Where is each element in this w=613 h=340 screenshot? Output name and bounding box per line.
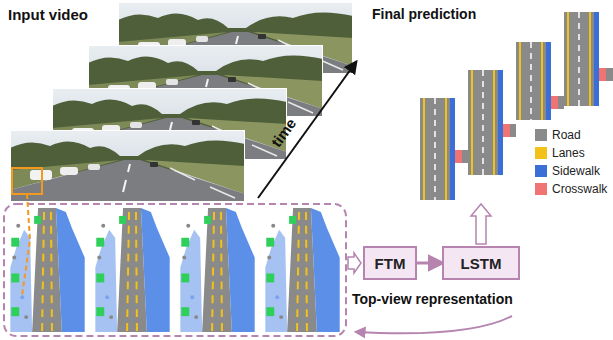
- legend-text: Road: [552, 128, 581, 142]
- legend-text: Sidewalk: [552, 164, 600, 178]
- video-frames: [10, 2, 353, 202]
- process-box: FTM: [363, 246, 417, 280]
- road-layout: [516, 42, 564, 120]
- road-layout: [420, 98, 468, 200]
- legend-swatch: [535, 147, 547, 159]
- connector-arrow: [417, 262, 442, 265]
- road-layout: [468, 70, 516, 175]
- top-view-maps: [10, 194, 339, 332]
- text-label: Top-view representation: [352, 291, 513, 307]
- top-view-map: [265, 208, 339, 332]
- legend-swatch: [535, 129, 547, 141]
- process-box: LSTM: [442, 246, 520, 280]
- feedback-curve: [356, 316, 512, 333]
- legend-entry: Lanes: [535, 146, 585, 160]
- hollow-arrow: [348, 253, 361, 273]
- dashed-region: [4, 204, 346, 336]
- legend-swatch: [535, 183, 547, 195]
- legend-entry: Crosswalk: [535, 182, 607, 196]
- top-view-map: [95, 208, 169, 332]
- legend-text: Crosswalk: [552, 182, 607, 196]
- legend-text: Lanes: [552, 146, 585, 160]
- text-label: Final prediction: [372, 6, 476, 22]
- box-label: FTM: [375, 255, 406, 272]
- legend-entry: Road: [535, 128, 581, 142]
- video-frame: [10, 130, 245, 202]
- box-label: LSTM: [461, 255, 502, 272]
- time-arrow: [258, 62, 356, 198]
- legend-swatch: [535, 165, 547, 177]
- top-view-map: [10, 208, 84, 332]
- road-layouts: [420, 12, 613, 200]
- orange-leader: [22, 194, 30, 296]
- highlight-box: [12, 168, 42, 194]
- road-layout: [564, 12, 613, 106]
- text-label: Input video: [6, 6, 90, 23]
- top-view-map: [180, 208, 254, 332]
- hollow-arrow: [471, 204, 491, 244]
- legend-entry: Sidewalk: [535, 164, 600, 178]
